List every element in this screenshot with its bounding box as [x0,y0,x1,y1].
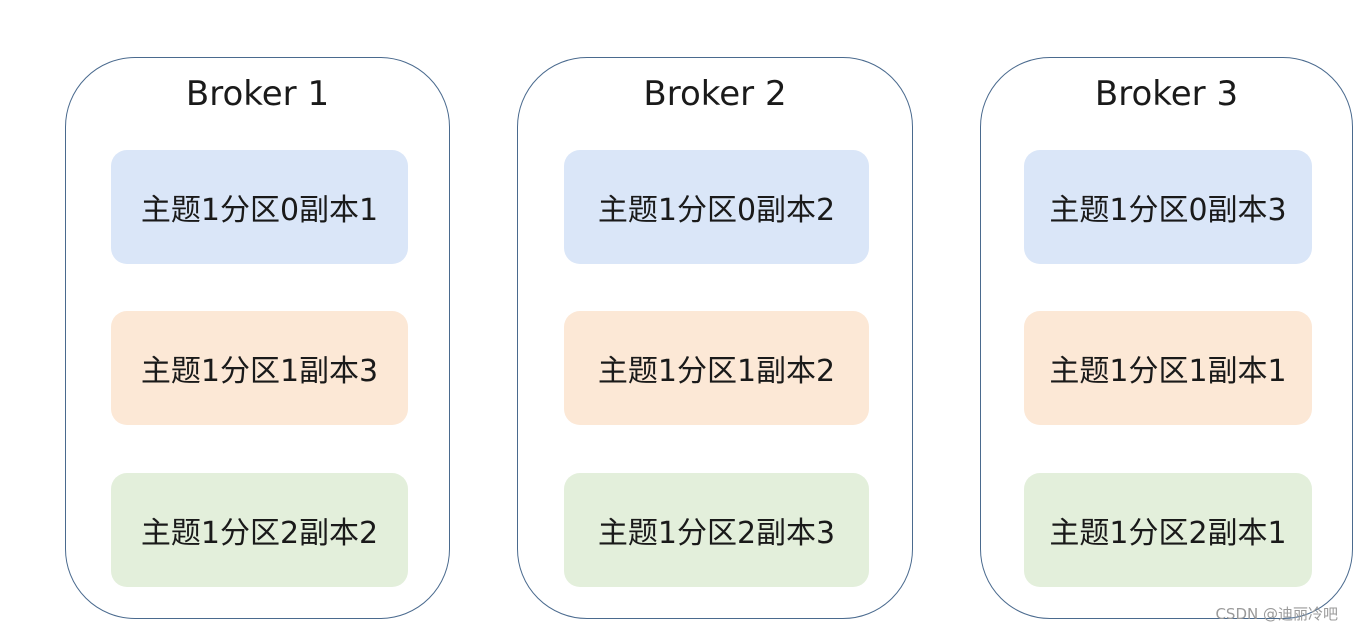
broker-3-box: Broker 3 主题1分区0副本3 主题1分区1副本1 主题1分区2副本1 [980,57,1353,619]
broker-1-partition-2: 主题1分区2副本2 [111,473,408,587]
broker-3-partition-0: 主题1分区0副本3 [1024,150,1312,264]
broker-3-title: Broker 3 [1094,74,1239,114]
broker-2-title: Broker 2 [643,74,787,114]
broker-1-box: Broker 1 主题1分区0副本1 主题1分区1副本3 主题1分区2副本2 [65,57,450,619]
broker-1-partition-1: 主题1分区1副本3 [111,311,408,425]
watermark: CSDN @迪丽冷吧 [1215,605,1338,623]
broker-1-partition-0: 主题1分区0副本1 [111,150,408,264]
broker-3-partition-2: 主题1分区2副本1 [1024,473,1312,587]
broker-1-title: Broker 1 [185,74,330,114]
broker-3-partition-1: 主题1分区1副本1 [1024,311,1312,425]
broker-2-partition-1: 主题1分区1副本2 [564,311,869,425]
broker-2-partition-0: 主题1分区0副本2 [564,150,869,264]
broker-2-partition-2: 主题1分区2副本3 [564,473,869,587]
broker-2-box: Broker 2 主题1分区0副本2 主题1分区1副本2 主题1分区2副本3 [517,57,913,619]
